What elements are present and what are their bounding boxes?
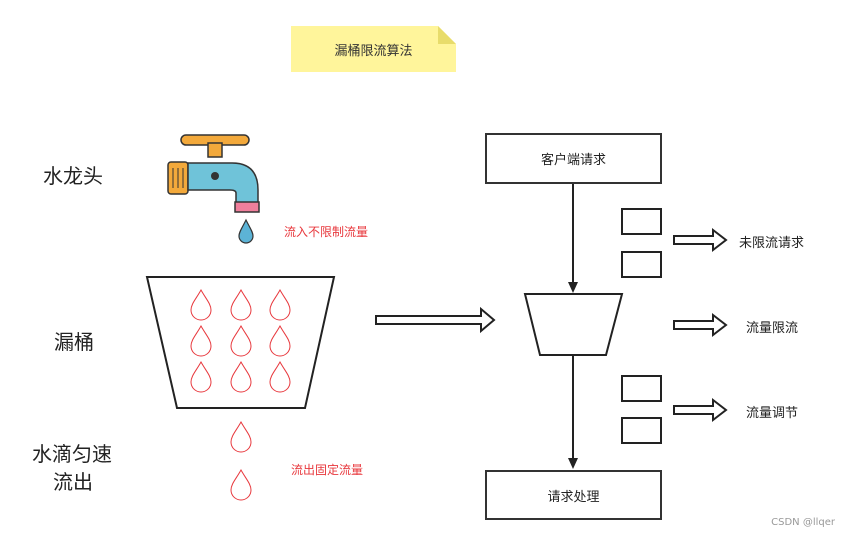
title-note: 漏桶限流算法: [291, 26, 456, 72]
client-request-box: 客户端请求: [485, 133, 662, 184]
request-handling-box: 请求处理: [485, 470, 662, 520]
client-request-label: 客户端请求: [540, 153, 606, 168]
bucket-droplet-icon: [269, 360, 291, 393]
funnel-shape: [523, 293, 624, 356]
drip-label-line2: 流出: [53, 470, 93, 494]
bucket-droplet-icon: [269, 324, 291, 357]
watermark: CSDN @llqer: [771, 517, 835, 528]
bucket-droplet-icon: [190, 360, 212, 393]
request-block: [621, 375, 662, 402]
faucet-icon: [167, 134, 260, 213]
traffic-limit-label: 流量限流: [746, 321, 799, 336]
drip-label-line1: 水滴匀速: [32, 442, 112, 466]
request-block: [621, 208, 662, 235]
hollow-arrow-unlimited: [673, 227, 728, 253]
title-note-text: 漏桶限流算法: [334, 43, 413, 59]
bucket-droplet-icon: [230, 360, 252, 393]
flow-connector-bottom: [568, 355, 578, 469]
flow-connector-top: [568, 184, 578, 293]
faucet-label: 水龙头: [43, 164, 103, 188]
transition-arrow: [375, 306, 496, 334]
request-block: [621, 417, 662, 444]
bucket-droplets: [190, 288, 291, 501]
bucket-droplet-icon: [190, 324, 212, 357]
inflow-annotation: 流入不限制流量: [284, 225, 369, 239]
bucket-droplet-icon: [190, 288, 212, 321]
bucket-droplet-icon: [230, 288, 252, 321]
bucket-shape: [145, 276, 336, 409]
unlimited-requests-label: 未限流请求: [739, 236, 805, 251]
water-drop-icon: [238, 218, 254, 244]
bucket-label: 漏桶: [54, 330, 94, 354]
falling-droplet-icon: [230, 420, 252, 453]
outflow-annotation: 流出固定流量: [291, 463, 364, 477]
sticky-note: [291, 26, 456, 72]
bucket-droplet-icon: [269, 288, 291, 321]
traffic-adjust-label: 流量调节: [746, 406, 799, 421]
hollow-arrow-limit: [673, 312, 728, 338]
request-block: [621, 251, 662, 278]
request-handling-label: 请求处理: [547, 489, 600, 505]
falling-droplet-icon: [230, 468, 252, 501]
bucket-droplet-icon: [230, 324, 252, 357]
hollow-arrow-adjust: [673, 397, 728, 423]
